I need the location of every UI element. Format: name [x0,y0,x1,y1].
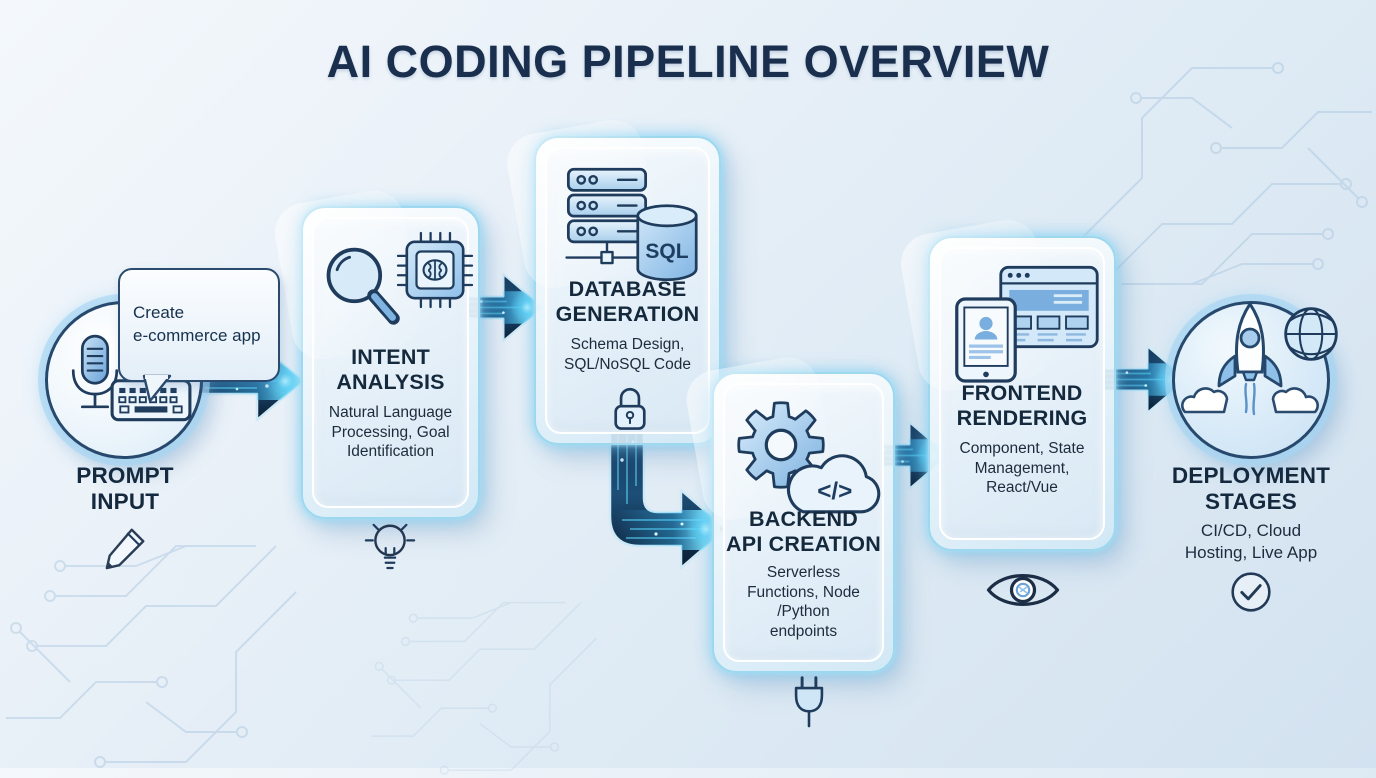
stage-backend-api-title: BACKEND API CREATION [726,507,881,557]
circuit-pattern-top-right [1081,62,1373,285]
prompt-bubble-text: Create e-commerce app [133,302,261,345]
stage-database-generation-title: DATABASE GENERATION [555,277,700,327]
stage-intent-analysis-panel: INTENT ANALYSIS Natural Language Process… [312,217,474,508]
server-stack-icon [565,167,649,265]
stage-database-generation-subtitle: Schema Design, SQL/NoSQL Code [564,336,691,373]
circuit-pattern-bottom-center [370,601,598,775]
circuit-pattern-bottom-left [5,545,297,768]
tablet-icon [955,297,1017,383]
sql-cylinder-icon: SQL [636,204,698,282]
stage-backend-api-subtitle: Serverless Functions, Node /Python endpo… [747,564,860,640]
plug-icon [794,676,824,728]
lightbulb-icon [364,523,416,570]
globe-icon [1284,307,1338,361]
stage-intent-analysis-card: INTENT ANALYSIS Natural Language Process… [301,206,480,519]
stage-database-generation-card: SQL DATABASE GENERATION Schema Design, S… [534,136,721,445]
page-title: AI CODING PIPELINE OVERVIEW [326,36,1050,87]
stage-intent-analysis-title: INTENT ANALYSIS [336,345,445,395]
stage-backend-api-card: </> BACKEND API CREATION Serverless Func… [712,372,895,673]
stage-deployment-node [1172,301,1338,459]
stage-backend-api-panel: </> BACKEND API CREATION Serverless Func… [723,383,884,662]
magnifier-icon [326,247,400,325]
stage-deployment-label: DEPLOYMENT STAGES [1171,463,1331,515]
check-circle-icon [1231,572,1271,612]
stage-deployment-subtitle: CI/CD, Cloud Hosting, Live App [1184,521,1318,562]
rocket-icon [1181,301,1319,416]
stage-database-generation-panel: SQL DATABASE GENERATION Schema Design, S… [545,147,710,434]
stage-intent-analysis-subtitle: Natural Language Processing, Goal Identi… [328,404,453,461]
lock-icon [614,387,646,430]
code-label: </> [817,478,852,505]
stage-frontend-rendering-title: FRONTEND RENDERING [956,381,1088,431]
stage-frontend-rendering-card: FRONTEND RENDERING Component, State Mana… [928,236,1116,551]
stage-frontend-rendering-subtitle: Component, State Management, React/Vue [959,440,1085,497]
stage-prompt-input-label: PROMPT INPUT [76,463,174,515]
stage-frontend-rendering-panel: FRONTEND RENDERING Component, State Mana… [939,247,1105,540]
ai-chip-icon [396,231,474,309]
pencil-icon [105,528,145,570]
prompt-speech-bubble: Create e-commerce app [118,268,280,402]
eye-icon [986,574,1060,606]
sql-label: SQL [645,240,688,263]
gear-icon [737,401,825,489]
speech-bubble-tail [142,374,172,402]
flow-arrow-3-elbow [608,418,728,570]
cloud-code-icon: </> [786,454,881,514]
